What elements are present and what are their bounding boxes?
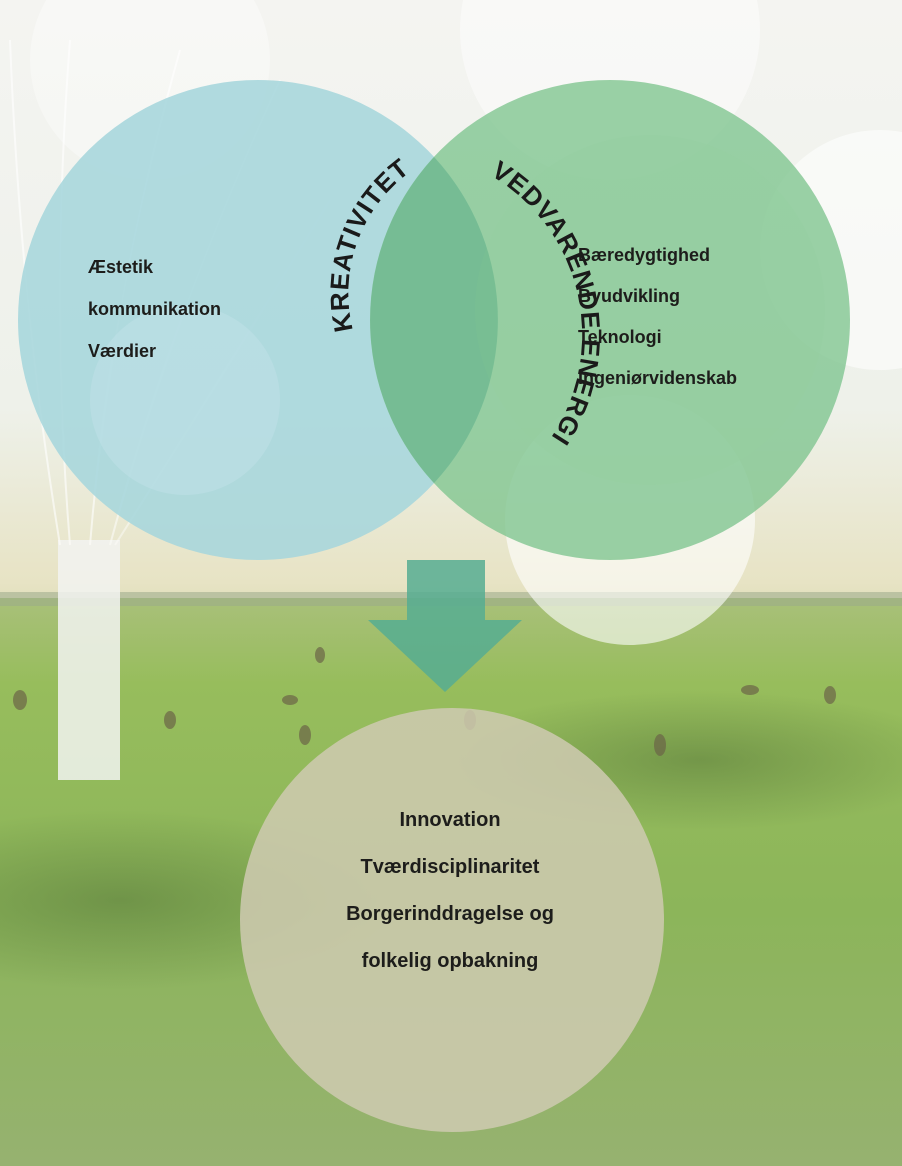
- left-circle-highlight: [90, 305, 280, 495]
- left-circle: [18, 80, 498, 560]
- list-item: Innovation: [399, 809, 500, 831]
- bottom-circle: [240, 708, 664, 1132]
- list-item: Teknologi: [578, 327, 662, 347]
- right-circle-list: Bæredygtighed Byudvikling Teknologi Inge…: [578, 245, 737, 388]
- right-circle-highlight: [475, 135, 825, 485]
- list-item: Værdier: [88, 341, 156, 361]
- left-circle-list: Æstetik kommunikation Værdier: [88, 257, 221, 361]
- overlap-region: [370, 157, 498, 483]
- bottom-circle-list: Innovation Tværdisciplinaritet Borgerind…: [346, 809, 554, 972]
- list-item: Bæredygtighed: [578, 245, 710, 265]
- list-item: Ingeniørvidenskab: [578, 368, 737, 388]
- list-item: folkelig opbakning: [362, 950, 539, 972]
- list-item: Tværdisciplinaritet: [361, 856, 540, 878]
- list-item: Æstetik: [88, 257, 154, 277]
- right-circle: [370, 80, 850, 560]
- list-item: Borgerinddragelse og: [346, 903, 554, 925]
- list-item: Byudvikling: [578, 286, 680, 306]
- down-arrow: [368, 560, 522, 692]
- list-item: kommunikation: [88, 299, 221, 319]
